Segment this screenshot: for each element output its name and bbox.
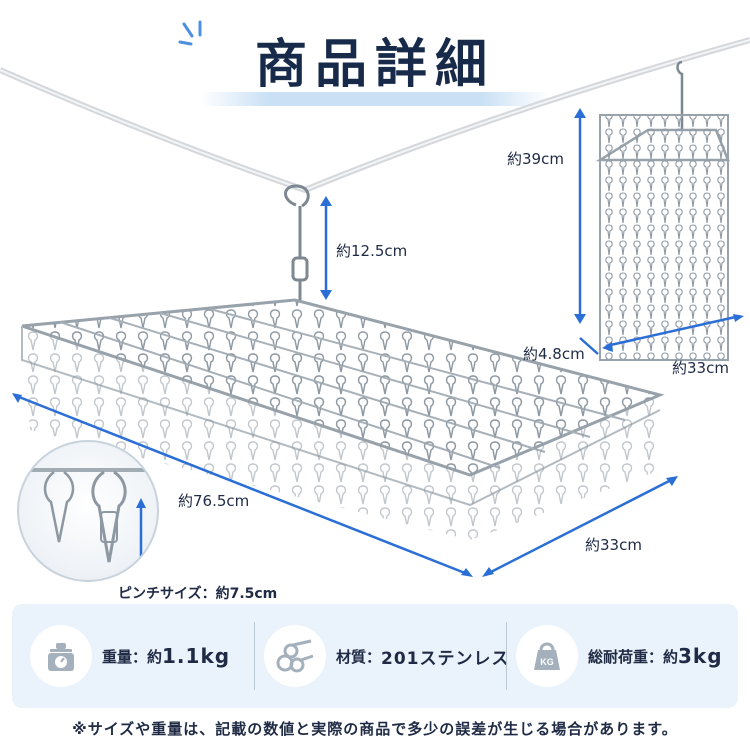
- open-length-label: 約76.5cm: [178, 492, 250, 510]
- folded-width-label: 約33cm: [672, 359, 729, 377]
- open-width-label: 約33cm: [585, 536, 642, 554]
- spec-weight: 重量：約 1.1kg: [30, 604, 230, 708]
- pinch-closeup-icon: [19, 468, 157, 571]
- spec-weight-value: 1.1kg: [162, 644, 231, 668]
- spec-load-value: 3kg: [678, 644, 723, 668]
- open-hanger: [21, 298, 665, 540]
- pinch-size-label: ピンチサイズ：約7.5cm: [118, 586, 278, 602]
- kettlebell-icon: KG: [516, 625, 578, 687]
- spec-divider: [254, 622, 255, 690]
- specs-panel: 重量：約 1.1kg 材質： 201ステンレス: [12, 604, 738, 708]
- material-pipes-icon: [264, 625, 326, 687]
- spec-weight-label: 重量：約: [102, 647, 163, 666]
- title-underline: [200, 92, 550, 106]
- rope: [0, 37, 750, 194]
- spec-divider: [506, 622, 507, 690]
- sparkle-decoration-icon: [178, 20, 202, 46]
- hook: [284, 184, 310, 302]
- folded-hanger: [595, 60, 730, 361]
- spec-material: 材質： 201ステンレス: [264, 604, 510, 708]
- footnote: ※サイズや重量は、記載の数値と実際の商品で多少の誤差が生じる場合があります。: [72, 720, 678, 738]
- kettlebell-text: KG: [540, 657, 554, 667]
- spec-material-label: 材質：: [336, 647, 382, 666]
- folded-height-label: 約39cm: [507, 150, 564, 168]
- pinch-zoom-circle: [17, 440, 159, 582]
- spec-material-value: 201ステンレス: [381, 648, 510, 669]
- spec-load: KG 総耐荷重：約 3kg: [516, 604, 723, 708]
- dimension-arrows: [12, 108, 744, 577]
- spec-load-label: 総耐荷重：約: [588, 647, 679, 666]
- scale-icon: [30, 625, 92, 687]
- hook-length-label: 約12.5cm: [336, 242, 408, 260]
- folded-depth-label: 約4.8cm: [523, 345, 585, 363]
- page-title: 商品詳細: [254, 35, 495, 95]
